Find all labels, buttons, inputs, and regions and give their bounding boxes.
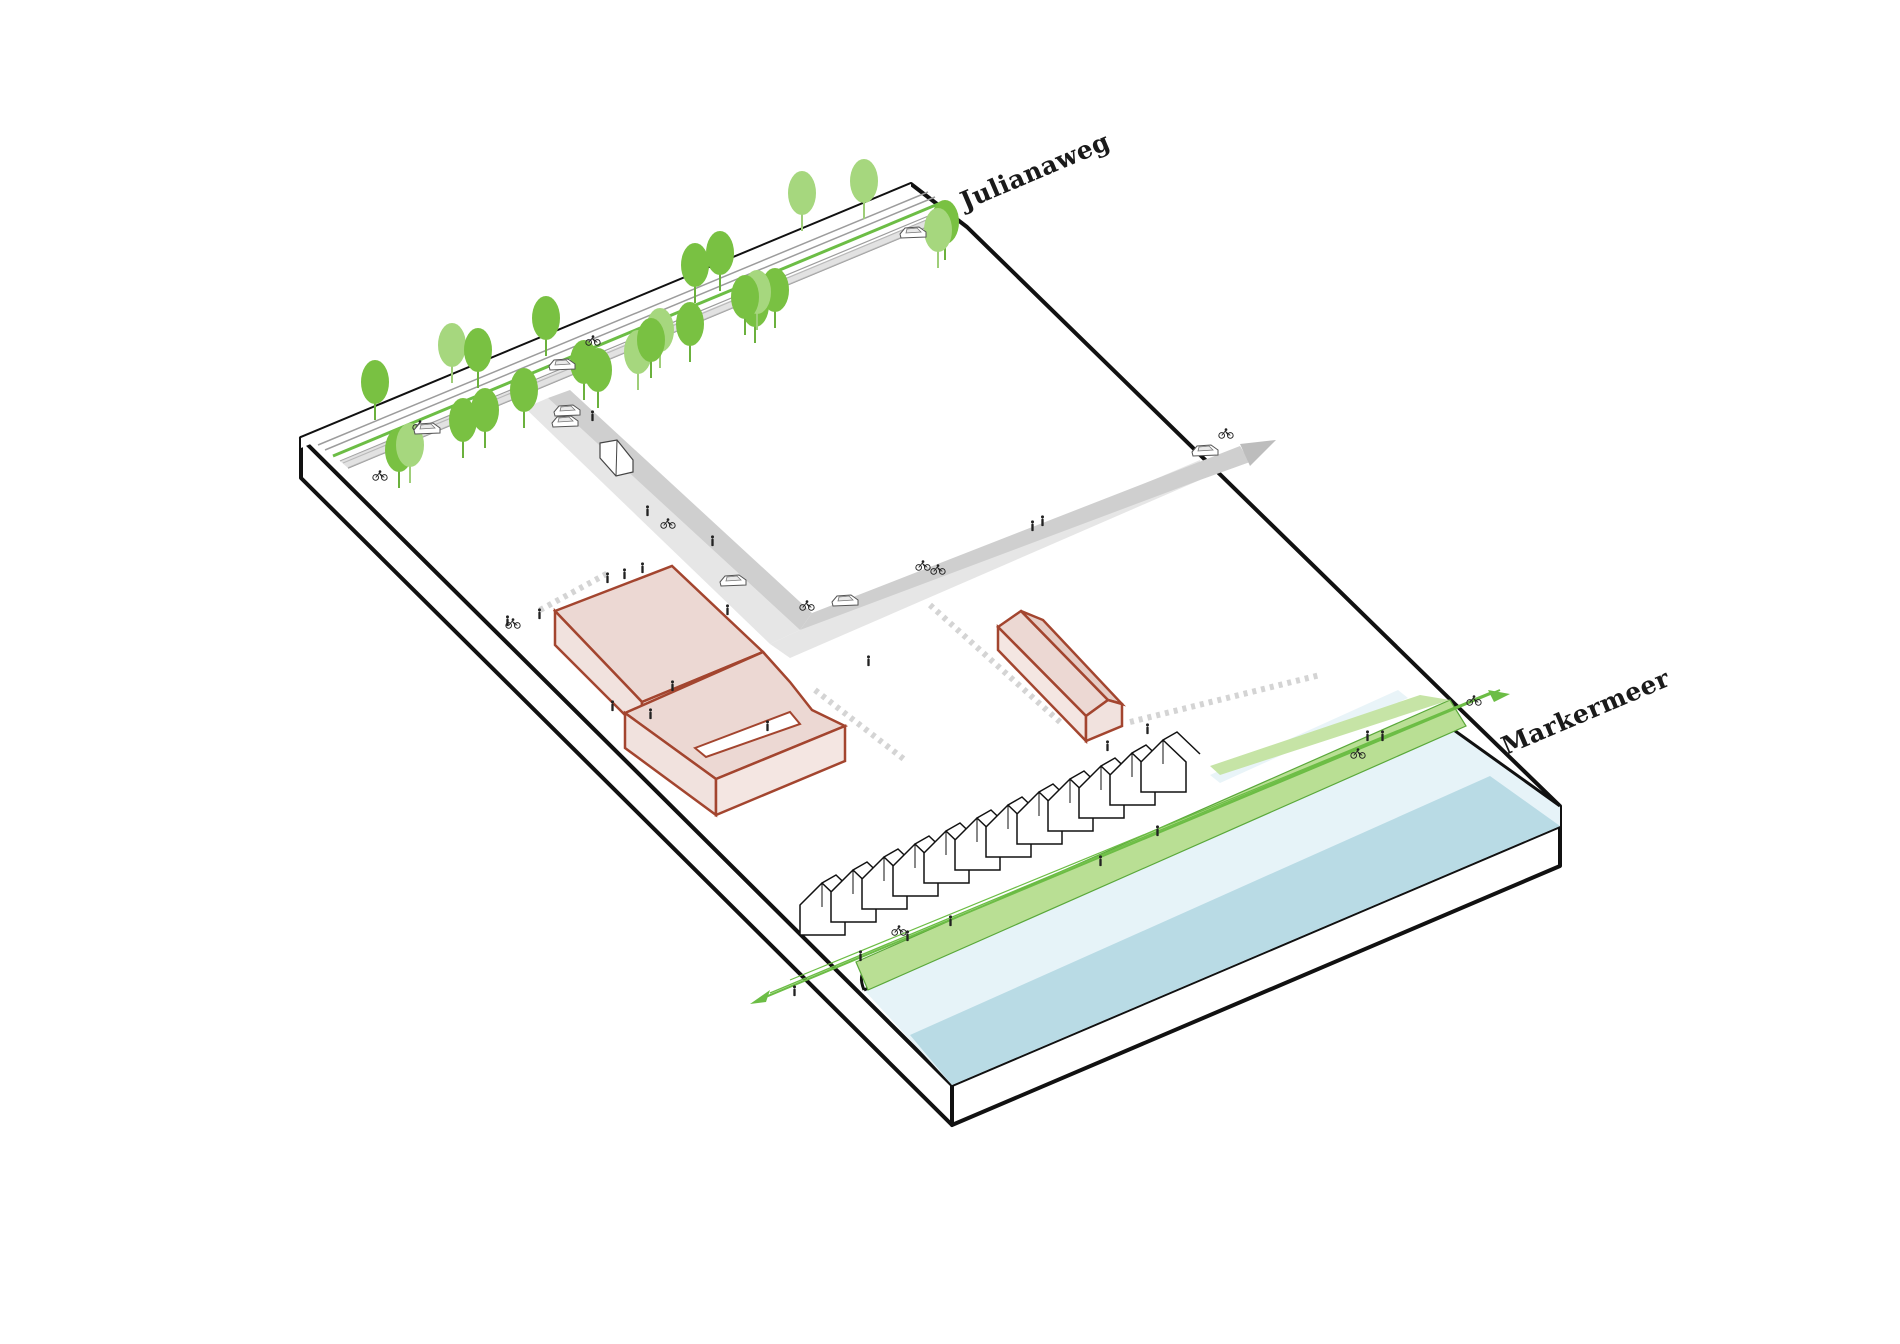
pedestrian-icon xyxy=(649,708,652,720)
road-east-arrow xyxy=(1240,440,1276,466)
pedestrian-icon xyxy=(726,604,729,616)
label-markermeer: Markermeer xyxy=(1497,663,1674,760)
tree-icon xyxy=(924,208,952,268)
dotted-path xyxy=(927,602,1063,725)
tree-icon xyxy=(449,398,477,458)
label-julianaweg: Julianaweg xyxy=(954,127,1114,217)
pedestrian-icon xyxy=(949,915,952,927)
bicycle-icon xyxy=(1218,428,1234,439)
water-dark-band xyxy=(910,776,1560,1085)
tree-icon xyxy=(361,360,389,420)
car-icon xyxy=(1191,444,1219,457)
tree-row xyxy=(361,159,959,488)
pedestrian-icon xyxy=(766,720,769,732)
pedestrian-icon xyxy=(1381,730,1384,742)
pedestrian-icon xyxy=(867,655,870,667)
car-icon xyxy=(548,358,576,371)
tree-icon xyxy=(681,243,709,303)
tree-icon xyxy=(637,318,665,378)
pedestrian-icon xyxy=(641,562,644,574)
pedestrian-icon xyxy=(671,680,674,692)
dike-green-strip xyxy=(750,689,1510,1004)
pedestrian-icon xyxy=(591,410,594,422)
dotted-path xyxy=(538,569,612,613)
figures xyxy=(372,226,1482,997)
pedestrian-icon xyxy=(623,568,626,580)
tree-icon xyxy=(584,348,612,408)
pedestrian-icon xyxy=(1106,740,1109,752)
pedestrian-icon xyxy=(538,608,541,620)
car-icon xyxy=(413,422,441,435)
building-complex-main xyxy=(552,564,849,818)
tree-icon xyxy=(471,388,499,448)
tree-icon xyxy=(850,159,878,219)
dotted-path xyxy=(1129,672,1321,725)
building-barn xyxy=(996,609,1127,745)
van-icon xyxy=(599,439,634,477)
car-icon xyxy=(719,574,747,587)
tree-icon xyxy=(438,323,466,383)
pedestrian-icon xyxy=(859,950,862,962)
tree-icon xyxy=(731,275,759,335)
pedestrian-icon xyxy=(711,535,714,547)
dike-far-grass xyxy=(1210,695,1450,775)
house-icon xyxy=(1140,731,1201,793)
julianaweg-side-face xyxy=(301,184,911,448)
pedestrian-icon xyxy=(611,700,614,712)
road-east-gray xyxy=(800,446,1250,630)
car-icon xyxy=(551,415,579,428)
pedestrian-icon xyxy=(1099,855,1102,867)
arrow-icon xyxy=(750,990,770,1004)
dike-grass xyxy=(855,699,1467,991)
building-b-front xyxy=(714,724,847,817)
row-houses xyxy=(799,731,1201,936)
tree-icon xyxy=(532,296,560,356)
tree-icon xyxy=(788,171,816,231)
pedestrian-icon xyxy=(646,505,649,517)
tree-icon xyxy=(464,328,492,388)
building-b-courtyard xyxy=(693,710,802,759)
dotted-path xyxy=(813,687,907,763)
pedestrian-icon xyxy=(606,572,609,584)
dike-cycle-path xyxy=(755,689,1501,1002)
pedestrian-icon xyxy=(1146,723,1149,735)
tree-icon xyxy=(510,368,538,428)
pedestrian-icon xyxy=(1156,825,1159,837)
car-icon xyxy=(899,226,927,239)
tree-icon xyxy=(676,302,704,362)
car-icon xyxy=(553,404,581,417)
arrow-icon xyxy=(1488,690,1510,702)
pedestrian-icon xyxy=(1041,515,1044,527)
tree-icon xyxy=(706,231,734,291)
barn-gable xyxy=(1084,698,1124,743)
pedestrian-icon xyxy=(1031,520,1034,532)
pedestrian-icon xyxy=(793,985,796,997)
pedestrian-icon xyxy=(1366,730,1369,742)
car-icon xyxy=(831,594,859,607)
